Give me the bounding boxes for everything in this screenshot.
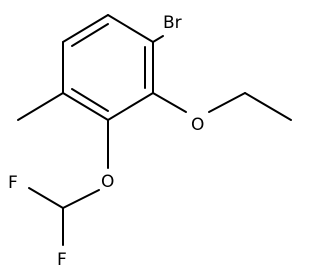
ring-bond-c6-c1 [107, 14, 154, 43]
ring-bond-c3-c4 [62, 92, 109, 121]
molecule-drawing: Br O O F F [8, 13, 292, 270]
difluoromethyl-c-f1-bond [28, 187, 64, 209]
bromine-bond [152, 35, 164, 43]
fluorine-1-label: F [8, 173, 18, 193]
methyl-bond [17, 92, 64, 121]
bromine-label: Br [163, 13, 182, 33]
structure-canvas: Br O O F F [8, 13, 292, 270]
ring-bond-c5-c6 [62, 14, 109, 43]
ethoxy-o-ch2-bond [208, 92, 246, 113]
fluorine-2-label: F [57, 250, 67, 270]
difluoromethoxy-oxygen-label: O [101, 172, 114, 192]
ring-bond-c2-c3 [107, 92, 154, 121]
benzene-ring [62, 14, 154, 121]
ethoxy-c-o-bond [152, 92, 187, 113]
difluoromethoxy-o-c-bond [62, 189, 100, 209]
ring-double-bond-c5-c6 [71, 23, 109, 47]
ethoxy-ch2-ch3-bond [244, 92, 292, 121]
ethoxy-oxygen-label: O [191, 115, 204, 135]
ring-double-bond-c3-c4 [71, 88, 109, 112]
